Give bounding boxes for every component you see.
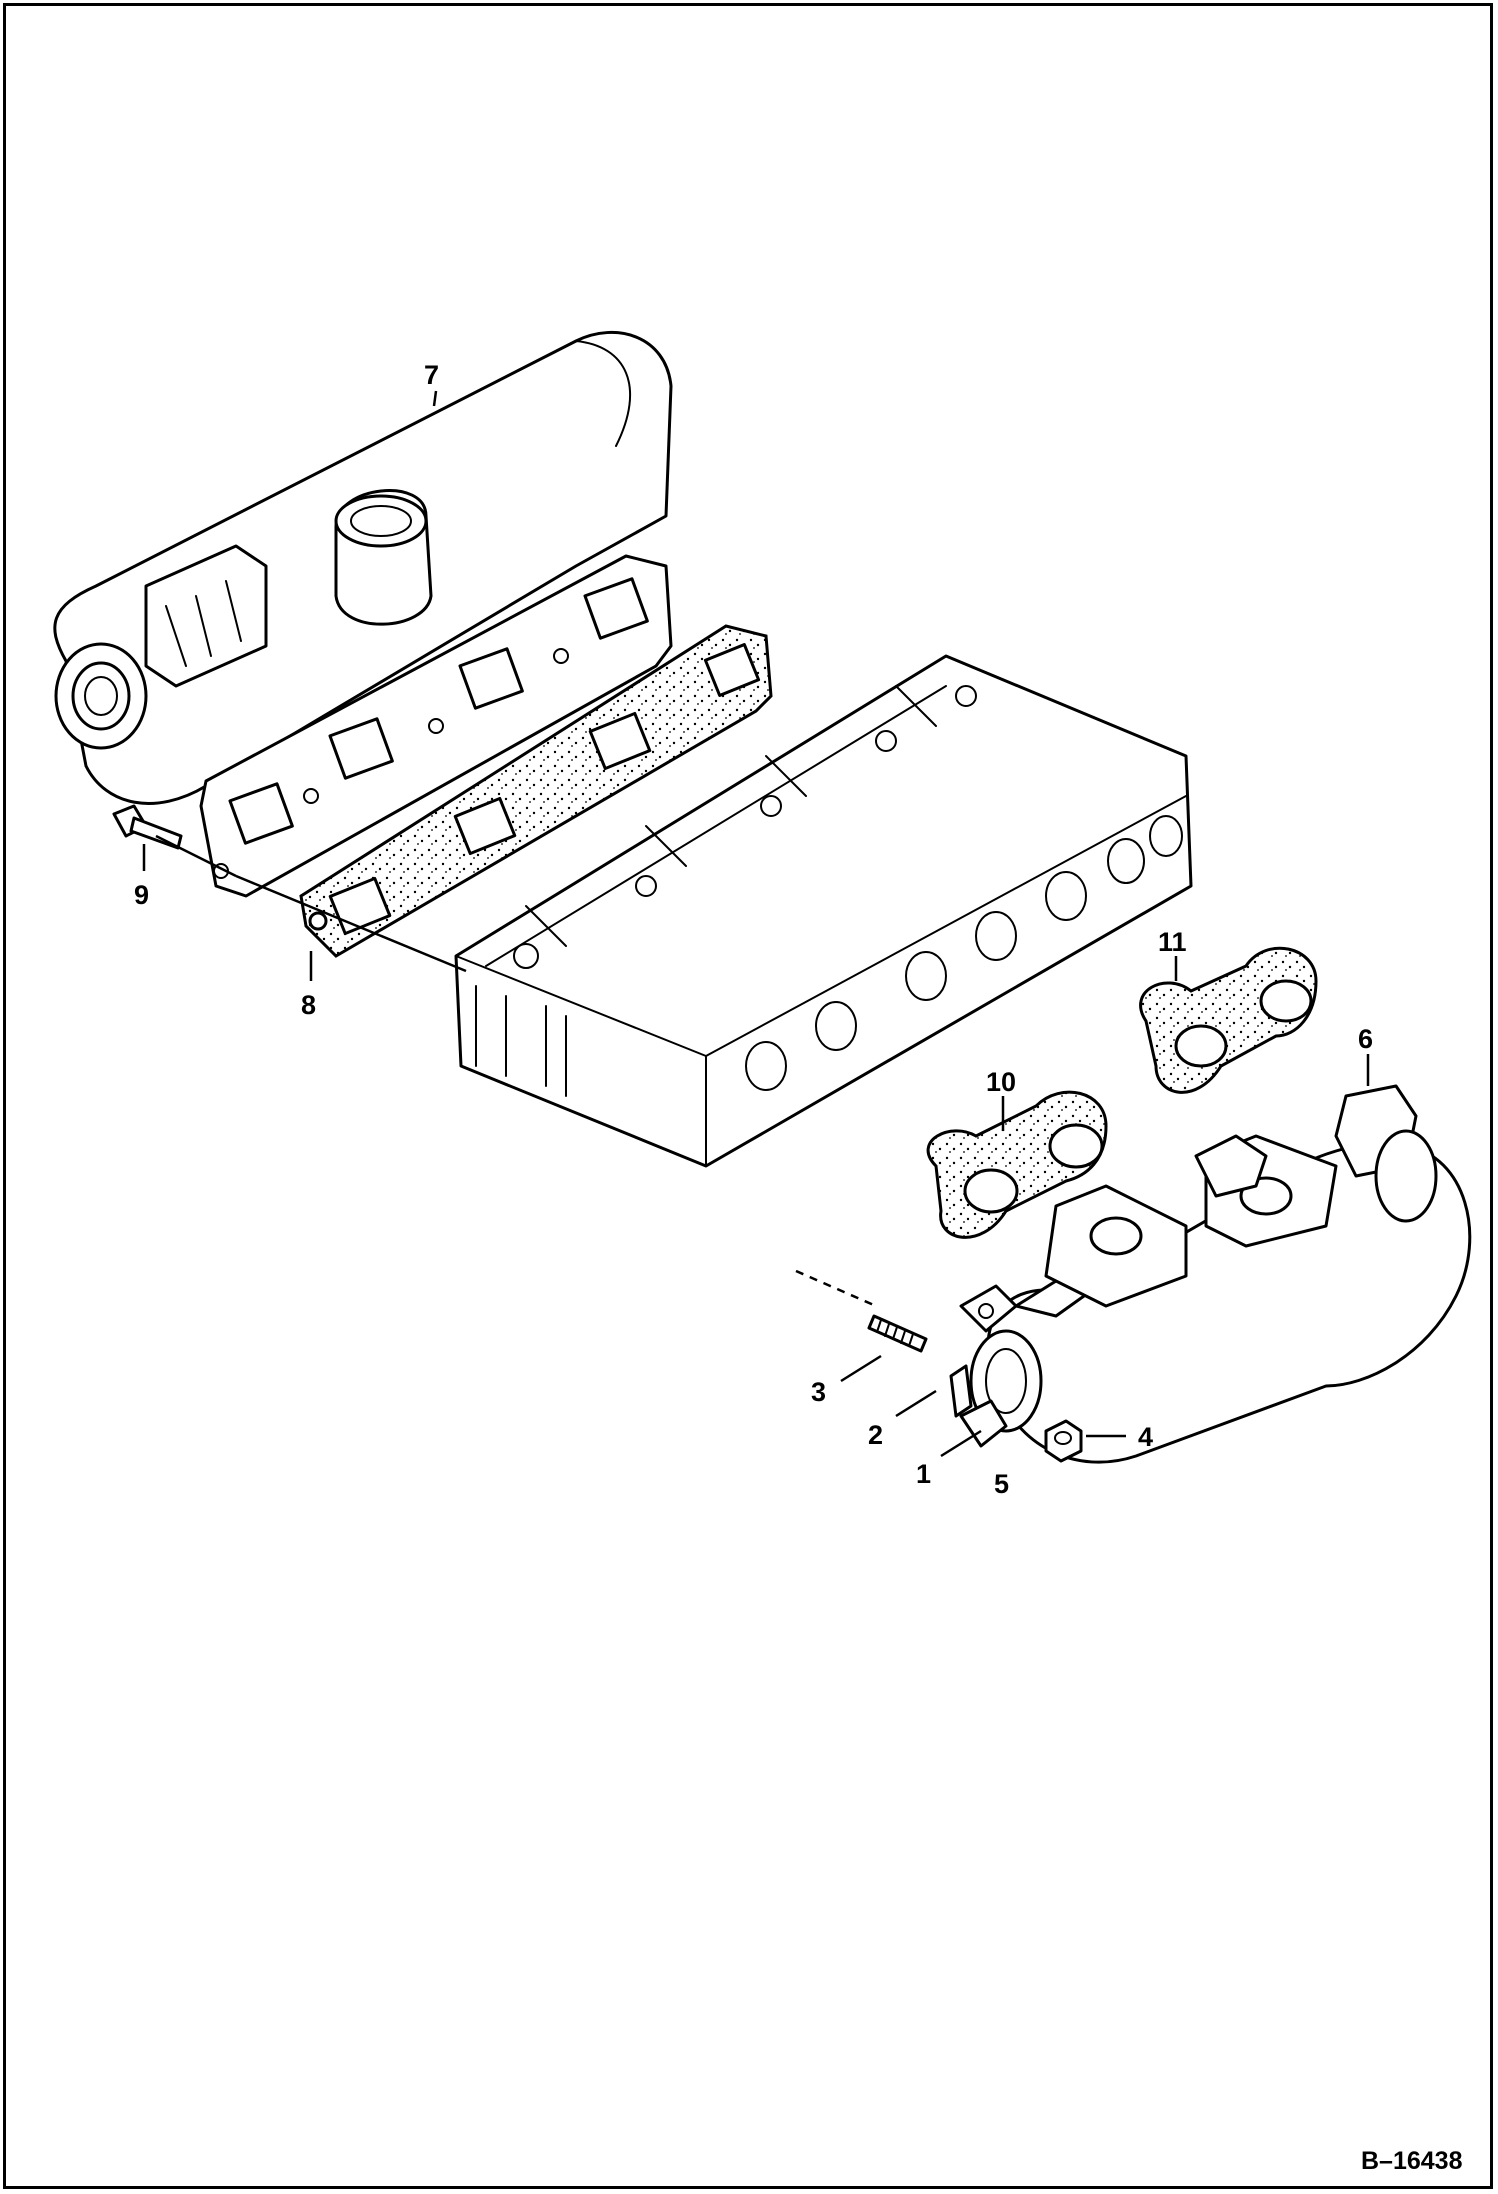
callout-7: 7: [424, 360, 439, 390]
stud-centerline: [795, 1269, 877, 1308]
callout-1: 1: [916, 1459, 931, 1489]
leader-3: [840, 1354, 882, 1383]
callout-11: 11: [1158, 927, 1187, 957]
exhaust-manifold: [959, 1084, 1472, 1464]
diagram-frame: 7 9 8 11 6 10 3 2 1 4 5 B–16438: [3, 3, 1493, 2189]
leader-7: [432, 390, 438, 407]
nut: [1044, 1419, 1083, 1463]
intake-gasket: [299, 624, 773, 958]
mounting-guideline: [155, 834, 237, 878]
exhaust-gasket-rear: [1139, 946, 1318, 1094]
leader-2: [895, 1389, 937, 1418]
callout-4: 4: [1138, 1422, 1153, 1452]
callout-9: 9: [134, 880, 149, 910]
stud: [867, 1314, 928, 1353]
mounting-guideline-2: [235, 874, 467, 973]
callout-3: 3: [811, 1377, 826, 1407]
callout-6: 6: [1358, 1024, 1373, 1054]
exploded-parts-diagram: 7 9 8 11 6 10 3 2 1 4 5 B–16438: [53, 330, 1472, 2175]
cylinder-head: [454, 654, 1193, 1168]
flange-gasket: [949, 1364, 973, 1418]
callout-2: 2: [868, 1420, 883, 1450]
document-id: B–16438: [1361, 2147, 1463, 2175]
exhaust-gasket-front: [926, 1090, 1108, 1239]
callout-10: 10: [986, 1067, 1016, 1097]
leader-1: [940, 1429, 982, 1458]
bolt: [112, 804, 183, 850]
callout-8: 8: [301, 990, 316, 1020]
callout-5: 5: [994, 1469, 1009, 1499]
intake-manifold: [53, 330, 673, 898]
